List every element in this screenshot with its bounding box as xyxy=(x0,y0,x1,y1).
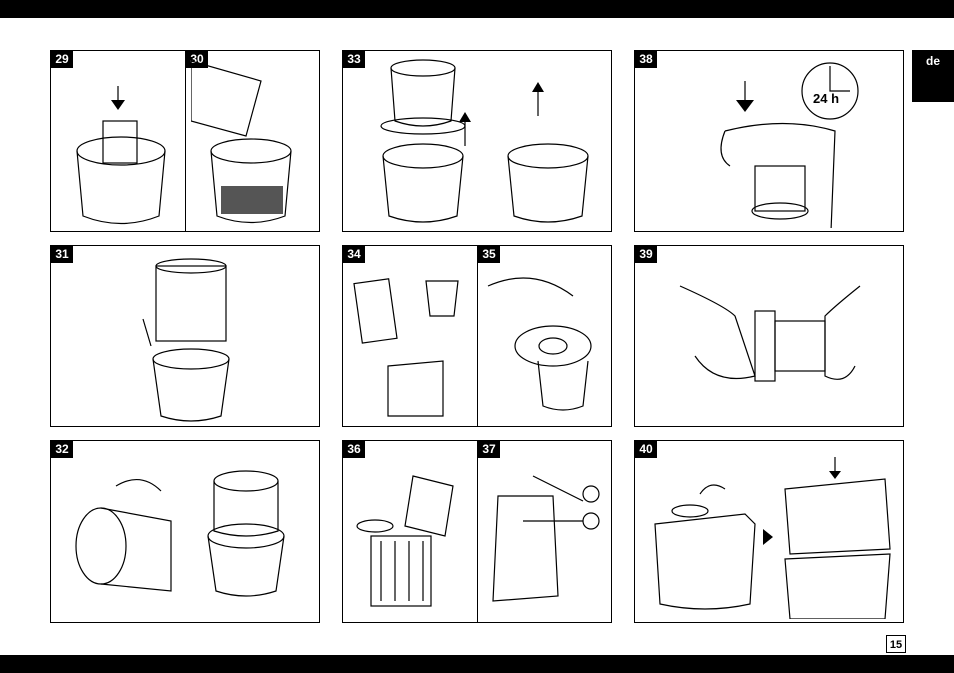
panel-36-37: 36 37 xyxy=(342,440,612,623)
panel-divider xyxy=(185,51,186,231)
filter-pack-illustration xyxy=(348,266,473,421)
panel-38: 38 24 h xyxy=(634,50,904,232)
panel-33: 33 xyxy=(342,50,612,232)
filter-install-illustration xyxy=(675,276,875,406)
step-36-label: 36 xyxy=(343,441,365,458)
step-35-label: 35 xyxy=(478,246,500,263)
step-39-label: 39 xyxy=(635,246,657,263)
step-37-label: 37 xyxy=(478,441,500,458)
granules-pour-illustration xyxy=(191,51,316,231)
panel-32: 32 xyxy=(50,440,320,623)
panel-31: 31 xyxy=(50,245,320,427)
filter-cap-illustration xyxy=(373,56,608,228)
step-29-label: 29 xyxy=(51,51,73,68)
top-bar xyxy=(0,0,954,18)
panel-34-35: 34 35 xyxy=(342,245,612,427)
step-33-label: 33 xyxy=(343,51,365,68)
step-32-label: 32 xyxy=(51,441,73,458)
clock-icon xyxy=(705,56,900,228)
filter-insert-illustration xyxy=(61,76,181,226)
clock-label: 24 h xyxy=(813,91,839,106)
panel-40: 40 xyxy=(634,440,904,623)
bottom-bar xyxy=(0,655,954,673)
panel-29-30: 29 30 xyxy=(50,50,320,232)
filter-twist-illustration xyxy=(483,266,608,421)
page-number: 15 xyxy=(886,635,906,653)
step-34-label: 34 xyxy=(343,246,365,263)
filter-assembly-illustration xyxy=(131,251,251,423)
language-tab: de xyxy=(912,50,954,102)
panel-39: 39 xyxy=(634,245,904,427)
panel-divider xyxy=(477,441,478,622)
step-31-label: 31 xyxy=(51,246,73,263)
filter-shake-illustration xyxy=(61,466,316,621)
step-38-label: 38 xyxy=(635,51,657,68)
humidifier-assembly-illustration xyxy=(645,449,900,619)
panel-divider xyxy=(477,246,478,426)
scissors-illustration xyxy=(483,466,608,621)
filter-parts-illustration xyxy=(353,466,473,621)
